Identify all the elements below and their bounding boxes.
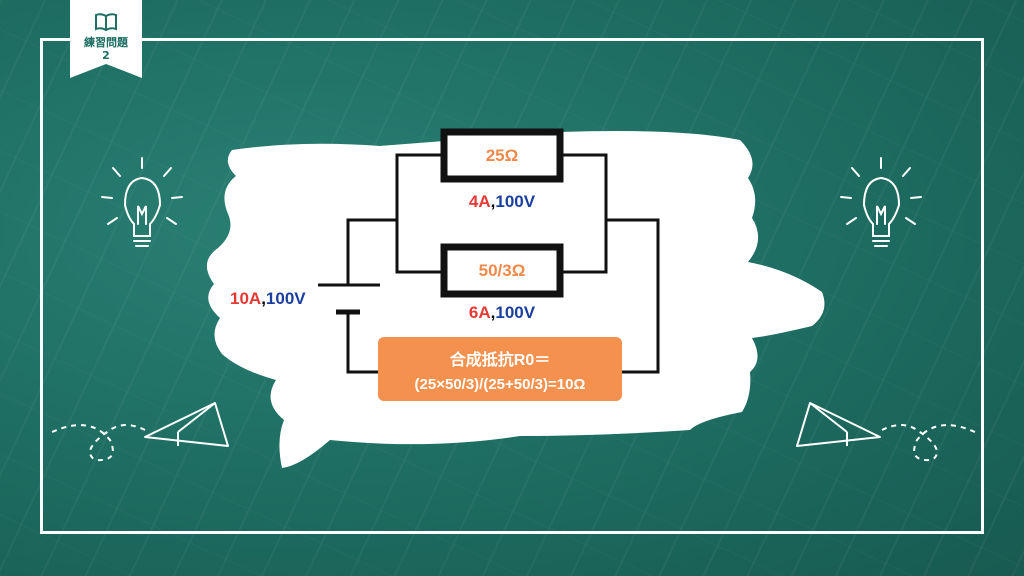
bottom-branch-separator: , (490, 303, 496, 322)
resistor-bottom-label: 50/3Ω (478, 261, 526, 280)
top-branch-voltage: 100V (495, 192, 536, 211)
book-icon (95, 13, 117, 32)
battery-symbol (318, 283, 380, 315)
resistor-top (440, 128, 564, 183)
badge-label: 練習問題 2 (70, 36, 142, 62)
badge-title: 練習問題 (84, 36, 128, 49)
result-formula: (25×50/3)/(25+50/3)=10Ω (414, 376, 586, 393)
source-reading: 10A,100V (230, 289, 306, 309)
top-branch-reading: 4A,100V (444, 192, 560, 212)
source-current: 10A (230, 289, 262, 308)
chalk-frame (40, 38, 984, 534)
top-branch-separator: , (490, 192, 496, 211)
top-branch-current: 4A (468, 192, 491, 211)
paper-plane-icon (51, 402, 229, 462)
paper-plane-icon (796, 402, 976, 462)
circuit-wires (346, 153, 660, 374)
lightbulb-icon (840, 157, 922, 247)
bottom-branch-reading: 6A,100V (444, 303, 560, 323)
exercise-badge (70, 0, 142, 78)
badge-number: 2 (102, 49, 110, 62)
brush-panel (206, 131, 825, 468)
resistor-bottom (440, 243, 564, 298)
source-voltage: 100V (265, 289, 306, 308)
combined-resistance-box: 合成抵抗R0＝ (25×50/3)/(25+50/3)=10Ω (378, 337, 622, 401)
lightbulb-icon (101, 157, 183, 247)
source-separator: , (261, 289, 266, 308)
resistor-top-label: 25Ω (485, 146, 519, 165)
bottom-branch-voltage: 100V (495, 303, 536, 322)
result-heading: 合成抵抗R0＝ (449, 352, 551, 369)
bottom-branch-current: 6A (468, 303, 491, 322)
